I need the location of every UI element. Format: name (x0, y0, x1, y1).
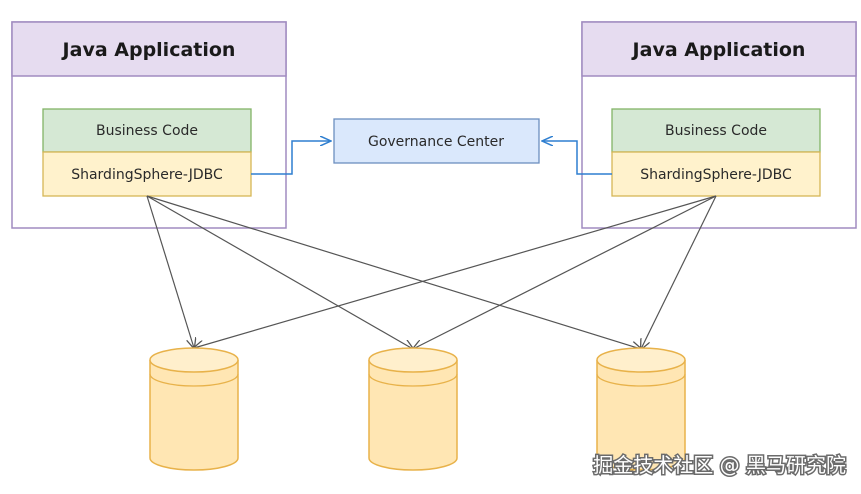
database-3-top (596, 347, 686, 373)
arrow-left-to-db2 (146, 195, 413, 349)
arrow-left-to-db3 (146, 195, 641, 349)
sharding-jdbc-box-right (611, 151, 821, 197)
arrow-right-to-db3 (641, 195, 717, 349)
arrow-right-jdbc-to-governance (543, 141, 612, 175)
sharding-jdbc-box-left (42, 151, 252, 197)
sharding-jdbc-label-right: ShardingSphere-JDBC (640, 167, 792, 183)
watermark: 掘金技术社区 @ 黑马研究院 (592, 452, 848, 479)
database-2-top (368, 347, 458, 373)
database-2-rim (368, 373, 458, 387)
sharding-jdbc-label-left: ShardingSphere-JDBC (71, 167, 223, 183)
java-application-left: Java Application Business Code ShardingS… (11, 21, 287, 229)
database-1-body (149, 360, 239, 471)
database-3-body (596, 360, 686, 471)
database-1-top (149, 347, 239, 373)
watermark-text: 掘金技术社区 @ 黑马研究院 (593, 453, 846, 477)
app-header-left (11, 21, 287, 77)
business-code-label-right: Business Code (665, 123, 767, 139)
business-code-label-left: Business Code (96, 123, 198, 139)
governance-center: Governance Center (333, 118, 540, 164)
app-title-left: Java Application (61, 39, 236, 61)
database-3 (596, 347, 686, 471)
database-1-rim (149, 373, 239, 387)
java-application-right: Java Application Business Code ShardingS… (581, 21, 857, 229)
database-2 (368, 347, 458, 471)
arrow-left-to-db1 (146, 195, 194, 348)
jdbc-to-database-arrows (146, 195, 717, 349)
business-code-box-left (42, 108, 252, 153)
app-header-right (581, 21, 857, 77)
arrow-right-to-db1 (194, 195, 717, 348)
database-1 (149, 347, 239, 471)
database-2-body (368, 360, 458, 471)
app-title-right: Java Application (631, 39, 806, 61)
database-3-rim (596, 373, 686, 387)
arrow-left-jdbc-to-governance (251, 141, 330, 175)
governance-center-label: Governance Center (368, 134, 504, 150)
arrow-right-to-db2 (413, 195, 717, 349)
governance-center-box (333, 118, 540, 164)
business-code-box-right (611, 108, 821, 153)
